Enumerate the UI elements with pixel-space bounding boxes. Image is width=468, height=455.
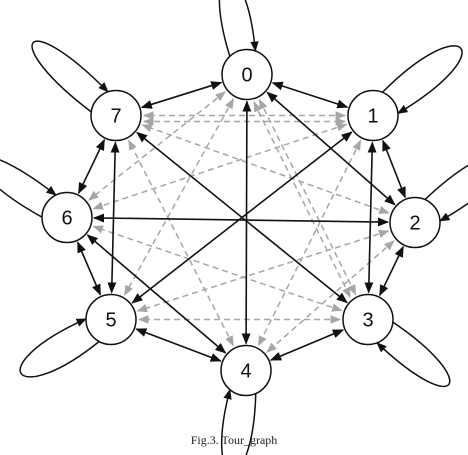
self-loop-7 <box>31 40 109 113</box>
solid-edge-2-3 <box>379 245 404 297</box>
node-label-3: 3 <box>362 310 373 332</box>
self-loop-1 <box>381 45 463 115</box>
node-label-5: 5 <box>105 310 116 332</box>
node-2: 2 <box>389 196 441 249</box>
node-label-7: 7 <box>110 106 121 128</box>
self-loop-5 <box>19 318 100 378</box>
node-6: 6 <box>41 191 93 244</box>
node-label-6: 6 <box>61 208 72 230</box>
node-label-4: 4 <box>240 361 251 383</box>
solid-edge-5-6 <box>76 241 102 296</box>
node-circle-2 <box>389 196 441 249</box>
node-circle-3 <box>342 293 394 346</box>
nodes: 0 1 2 3 4 5 6 7 <box>41 48 441 397</box>
solid-edge-1-3 <box>364 141 377 294</box>
self-loop-3 <box>376 321 451 388</box>
node-circle-7 <box>90 89 142 142</box>
solid-edge-6-7 <box>77 138 106 195</box>
node-5: 5 <box>85 293 137 346</box>
solid-edge-1-2 <box>382 139 406 199</box>
node-label-2: 2 <box>409 213 420 235</box>
node-7: 7 <box>90 89 142 142</box>
self-loop-6 <box>0 159 57 218</box>
solid-edge-3-4 <box>269 329 345 361</box>
solid-edges <box>76 81 406 362</box>
solid-edge-0-4 <box>241 100 252 345</box>
node-circle-0 <box>221 48 273 101</box>
node-label-1: 1 <box>367 106 378 128</box>
solid-edge-5-7 <box>107 141 120 294</box>
solid-edge-4-5 <box>135 328 222 362</box>
node-3: 3 <box>342 293 394 346</box>
node-1: 1 <box>347 89 399 142</box>
dashed-edge-0-3 <box>253 101 351 298</box>
node-label-0: 0 <box>241 65 252 87</box>
node-0: 0 <box>221 48 273 101</box>
node-circle-1 <box>347 89 399 142</box>
node-circle-4 <box>220 344 272 397</box>
self-loop-2 <box>424 164 468 222</box>
solid-edge-0-1 <box>271 81 349 109</box>
self-loop-0 <box>218 0 259 57</box>
node-circle-6 <box>41 191 93 244</box>
solid-edge-7-0 <box>140 81 223 109</box>
node-circle-5 <box>85 293 137 346</box>
self-loop-4 <box>221 388 257 455</box>
node-4: 4 <box>220 344 272 397</box>
dashed-edge-2-5 <box>136 229 390 313</box>
solid-edge-3-7 <box>136 131 348 304</box>
figure-caption: Fig.3. Tour_graph <box>190 433 278 447</box>
